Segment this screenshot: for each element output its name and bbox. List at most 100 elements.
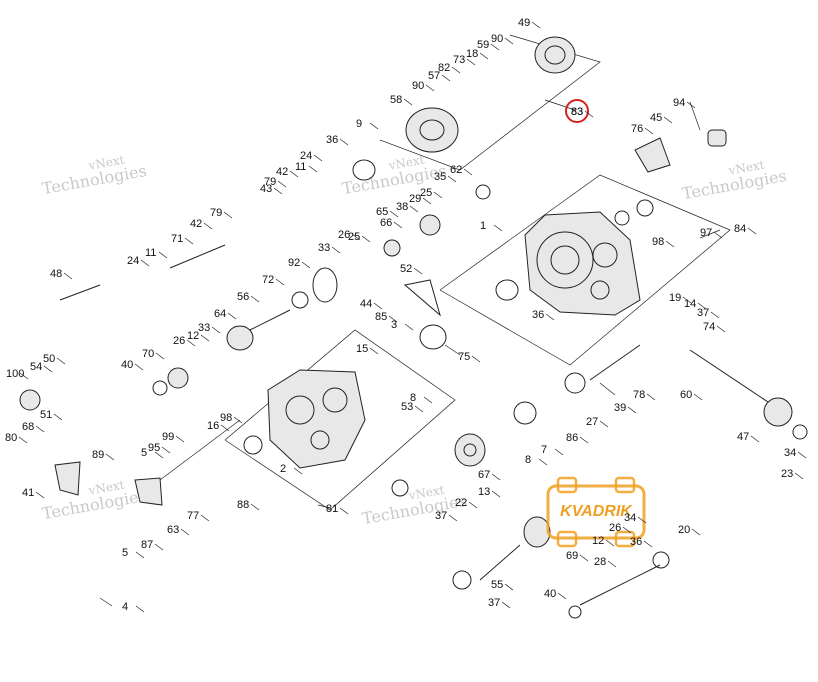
callout-label: 29 <box>409 193 421 205</box>
callout-label: 44 <box>360 298 372 310</box>
callout-leader <box>554 448 564 456</box>
callout-label: 97 <box>700 227 712 239</box>
callout-label: 34 <box>784 447 796 459</box>
callout-leader <box>200 514 210 522</box>
callout-leader <box>466 58 476 66</box>
callout-leader <box>293 467 303 475</box>
callout-label: 88 <box>237 499 249 511</box>
callout-leader <box>331 246 341 254</box>
callout-leader <box>605 539 615 547</box>
callout-label: 15 <box>356 343 368 355</box>
callout-label: 55 <box>491 579 503 591</box>
shafts <box>59 244 793 606</box>
callout-label: 14 <box>684 298 696 310</box>
watermark-layer: vNext Technologies vNext Technologies vN… <box>40 153 788 528</box>
callout-label: 7 <box>541 444 547 456</box>
callout-leader <box>693 393 703 401</box>
callout-label: 42 <box>190 218 202 230</box>
callout-leader <box>19 372 29 380</box>
callout-leader <box>643 540 653 548</box>
callout-leader <box>468 501 478 509</box>
callout-label: 57 <box>428 70 440 82</box>
callout-label: 54 <box>30 361 42 373</box>
callout-leader <box>545 313 555 321</box>
callout-leader <box>308 165 318 173</box>
callout-leader <box>794 472 804 480</box>
callout-label: 73 <box>453 54 465 66</box>
callout-label: 36 <box>326 134 338 146</box>
callout-label: 70 <box>142 348 154 360</box>
callout-label: 42 <box>276 166 288 178</box>
callout-leader <box>646 393 656 401</box>
callout-leader <box>501 601 511 609</box>
top-cover <box>534 36 576 74</box>
transmission-housing <box>524 211 641 316</box>
callout-label: 78 <box>633 389 645 401</box>
callout-label: 74 <box>703 321 715 333</box>
callout-label: 37 <box>435 510 447 522</box>
callout-leader <box>423 396 433 404</box>
callout-leader <box>63 272 73 280</box>
callout-leader <box>665 240 675 248</box>
callout-leader <box>413 267 423 275</box>
watermark-line1: vNext <box>727 158 766 178</box>
callout-leader <box>710 311 720 319</box>
callout-leader <box>471 355 481 363</box>
callout-label: 9 <box>356 118 362 130</box>
callout-leader <box>43 365 53 373</box>
callout-label: 83 <box>571 106 583 118</box>
callout-label: 63 <box>167 524 179 536</box>
callout-leader <box>531 21 541 29</box>
callout-label: 24 <box>300 150 312 162</box>
callout-leader <box>747 227 757 235</box>
callout-label: 56 <box>237 291 249 303</box>
callout-label: 79 <box>210 207 222 219</box>
callout-label: 60 <box>680 389 692 401</box>
callout-leader <box>447 175 457 183</box>
callout-leader <box>161 446 171 454</box>
callout-leader <box>227 312 237 320</box>
callout-leader <box>134 363 144 371</box>
callout-leader <box>504 583 514 591</box>
callout-leader <box>289 170 299 178</box>
callout-leader <box>351 233 361 241</box>
callout-label: 33 <box>198 322 210 334</box>
watermark-line1: vNext <box>387 153 426 173</box>
assembly-frames <box>139 34 731 511</box>
callout-leader <box>250 295 260 303</box>
callout-label: 90 <box>491 33 503 45</box>
callout-label: 90 <box>412 80 424 92</box>
callout-label: 36 <box>630 536 642 548</box>
callout-label: 75 <box>458 351 470 363</box>
callout-leader <box>663 116 673 124</box>
callout-leader <box>637 516 647 524</box>
callout-leader <box>275 278 285 286</box>
callout-labels: 4990591882735790588394457693624114279436… <box>5 17 807 613</box>
gears <box>19 107 551 548</box>
callout-label: 26 <box>609 522 621 534</box>
callout-leader <box>53 413 63 421</box>
callout-leader <box>490 43 500 51</box>
callout-leader <box>557 592 567 600</box>
callout-leader <box>599 420 609 428</box>
callout-leader <box>584 110 594 118</box>
callout-label: 71 <box>171 233 183 245</box>
callout-label: 5 <box>122 547 128 559</box>
watermark-line1: vNext <box>87 478 126 498</box>
callout-label: 24 <box>127 255 139 267</box>
callout-label: 37 <box>488 597 500 609</box>
brackets <box>54 129 727 506</box>
callout-leader <box>607 560 617 568</box>
callout-leader <box>388 315 398 323</box>
callout-label: 66 <box>380 217 392 229</box>
callout-leader <box>154 451 164 459</box>
kvadrik-logo: KVADRIK <box>546 476 646 548</box>
callout-leader <box>422 197 432 205</box>
callout-leader <box>369 347 379 355</box>
callout-leader <box>716 325 726 333</box>
callout-label: 86 <box>566 432 578 444</box>
callout-label: 33 <box>318 242 330 254</box>
callout-label: 72 <box>262 274 274 286</box>
callout-leader <box>233 416 243 424</box>
